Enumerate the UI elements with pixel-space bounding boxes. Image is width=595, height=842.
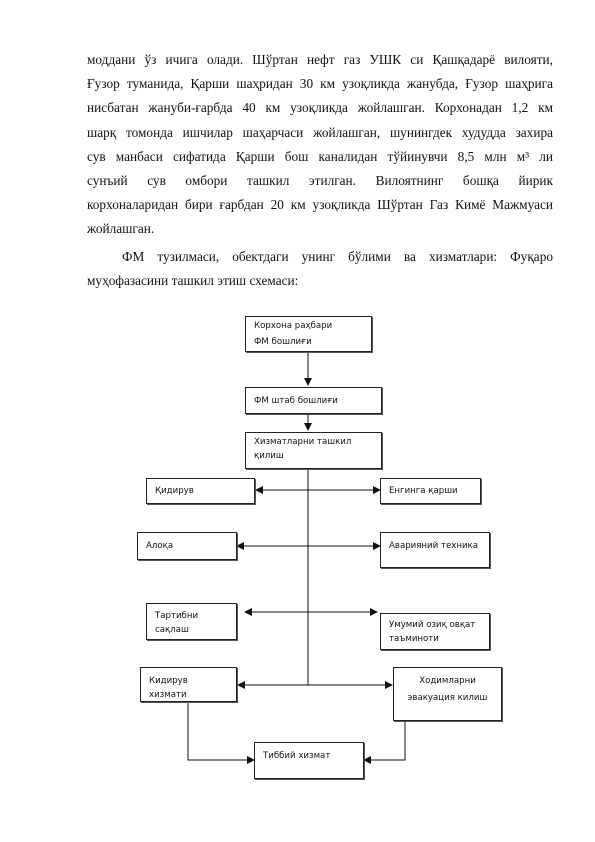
box-communication: Алоқа [137,532,237,560]
box-label: Ходимларни [419,676,476,686]
box-label: Қидирув [155,486,194,496]
box-label: Аварияний техника [389,541,478,551]
text-line: муҳофазасини ташкил этиш схемаси: [87,273,299,289]
box-search-service: Кидирув хизмати [140,667,237,702]
box-label: сақлаш [155,625,189,635]
box-label: таъминоти [389,634,439,644]
text-line: ФМ тузилмаси, обектдаги унинг бўлими ва … [122,249,553,264]
box-label: Кидирув хизмати [149,676,188,700]
box-staff-evacuation: Ходимларни эвакуация килиш [393,667,502,721]
box-emergency-equipment: Аварияний техника [380,532,490,568]
box-medical-service: Тиббий хизмат [254,742,364,779]
text-line: нисбатан жануби-ғарбда 40 км узоқликда ж… [87,100,553,116]
box-label: Алоқа [146,541,174,551]
box-label: Енгинга қарши [389,486,458,496]
box-label: Тартибни [155,611,199,621]
text-line: шарқ томонда ишчилар шаҳарчаси жойлашган… [87,124,553,140]
box-label: Тиббий хизмат [263,751,331,761]
box-fire-safety: Енгинга қарши [380,478,481,504]
text-line: корхоналаридан бири ғарбдан 20 км узоқли… [87,197,553,213]
box-label: эвакуация килиш [407,693,488,703]
box-label: Корхона раҳбари [254,321,333,331]
text-line: моддани ўз ичига олади. Шўртан нефт газ … [87,52,553,67]
box-label: ФМ штаб бошлиғи [254,396,338,406]
box-enterprise-head: Корхона раҳбари ФМ бошлиғи [245,316,372,352]
text-line: сунъий сув омбори ташкил этилган. Вилоят… [87,172,553,188]
box-staff-chief: ФМ штаб бошлиғи [245,387,382,414]
text-line: жойлашган. [87,221,155,237]
box-label: ФМ бошлиғи [254,337,312,347]
box-services-organization: Хизматларни ташкил қилиш [245,432,382,469]
paragraph-description: моддани ўз ичига олади. Шўртан нефт газ … [87,48,553,242]
paragraph-scheme-intro: ФМ тузилмаси, обектдаги унинг бўлими ва … [87,245,553,293]
box-order-maintenance: Тартибни сақлаш [146,603,237,640]
box-label: Умумий озиқ овқат [389,620,476,630]
text-line: Ғузор туманида, Қарши шаҳридан 30 км узо… [87,76,553,92]
box-label: қилиш [254,451,284,461]
box-label: Хизматларни ташкил [254,437,352,447]
box-food-supply: Умумий озиқ овқат таъминоти [380,613,490,650]
arrow-medical-right [363,720,406,764]
text-line: сув манбаси сифатида Қарши бош каналидан… [87,148,553,164]
arrow-medical-left [187,702,255,764]
box-search: Қидирув [146,478,255,504]
